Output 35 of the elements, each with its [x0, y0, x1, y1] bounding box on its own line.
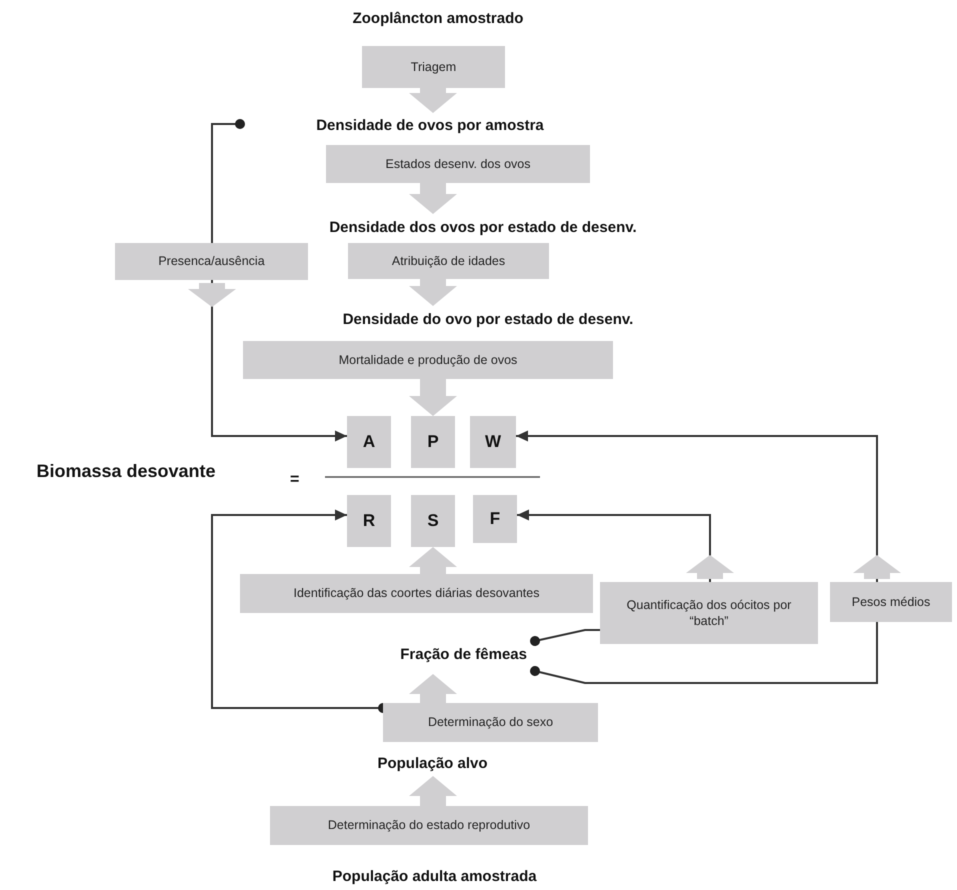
- block-arrow: [409, 183, 457, 214]
- block-arrow: [409, 547, 457, 574]
- variable-box: P: [411, 416, 455, 468]
- heading-text: Fração de fêmeas: [340, 634, 535, 674]
- heading-text: Zooplâncton amostrado: [300, 6, 576, 30]
- block-arrow: [409, 279, 457, 306]
- variable-box: F: [473, 495, 517, 543]
- heading-text: População adulta amostrada: [262, 864, 607, 888]
- process-box: Determinação do estado reprodutivo: [270, 806, 588, 845]
- equals-sign: =: [290, 471, 300, 489]
- variable-box: A: [347, 416, 391, 468]
- connector-arrow: [516, 430, 878, 582]
- block-arrow: [409, 674, 457, 703]
- process-box: Presenca/ausência: [115, 243, 308, 280]
- process-box: Pesos médios: [830, 582, 952, 622]
- heading-text: População alvo: [340, 750, 525, 776]
- variable-box: W: [470, 416, 516, 468]
- variable-box: S: [411, 495, 455, 547]
- equation-heading: Biomassa desovante: [6, 457, 246, 485]
- heading-text: Densidade do ovo por estado de desenv.: [278, 306, 698, 333]
- connector-arrow: [211, 280, 347, 442]
- block-arrow: [409, 88, 457, 113]
- process-box: Mortalidade e produção de ovos: [243, 341, 613, 379]
- heading-text: Densidade dos ovos por estado de desenv.: [262, 214, 704, 240]
- process-box: Atribuição de idades: [348, 243, 549, 279]
- block-arrow: [409, 776, 457, 806]
- process-box: Quantificação dos oócitos por “batch”: [600, 582, 818, 644]
- process-box: Identificação das coortes diárias desovantes: [240, 574, 593, 613]
- process-box: Estados desenv. dos ovos: [326, 145, 590, 183]
- connector-arrow: [517, 510, 711, 582]
- block-arrow: [409, 379, 457, 416]
- variable-box: R: [347, 495, 391, 547]
- process-box: Determinação do sexo: [383, 703, 598, 742]
- process-box: Triagem: [362, 46, 505, 88]
- heading-text: Densidade de ovos por amostra: [240, 113, 590, 137]
